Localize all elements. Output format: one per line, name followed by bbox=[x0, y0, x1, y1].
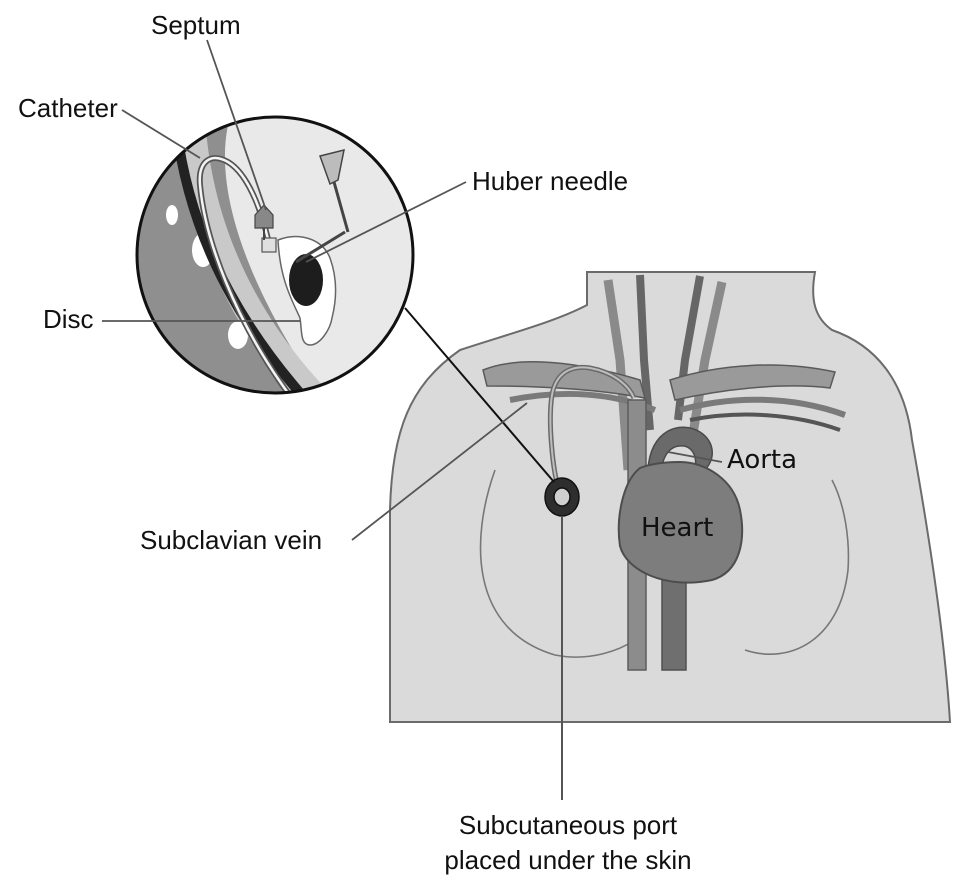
label-aorta: Aorta bbox=[727, 447, 797, 473]
label-subclavian-vein: Subclavian vein bbox=[140, 527, 322, 553]
label-heart: Heart bbox=[641, 515, 713, 541]
label-catheter: Catheter bbox=[18, 95, 118, 121]
label-septum: Septum bbox=[151, 12, 241, 38]
port-septum bbox=[554, 488, 570, 506]
label-subcutaneous-port: Subcutaneous port placed under the skin bbox=[438, 808, 698, 878]
label-huber-needle: Huber needle bbox=[472, 168, 628, 194]
label-port-line1: Subcutaneous port bbox=[438, 808, 698, 843]
leader-catheter bbox=[122, 110, 200, 158]
label-disc: Disc bbox=[43, 306, 94, 332]
label-port-line2: placed under the skin bbox=[438, 843, 698, 878]
